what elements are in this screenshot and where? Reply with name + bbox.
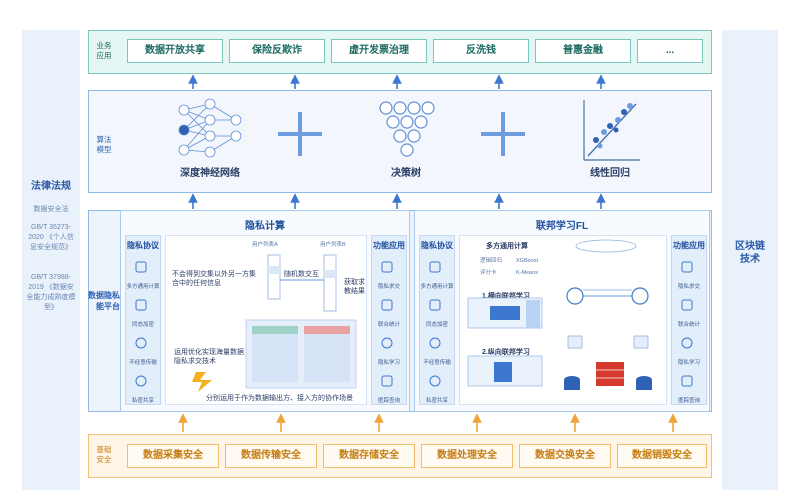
business-item-3: 虚开发票治理: [331, 39, 427, 63]
base-item-5: 数据交换安全: [519, 444, 611, 468]
algorithm-label: 算法模型: [96, 135, 112, 154]
business-layer: 业务应用 数据开放共享 保险反欺诈 虚开发票治理 反洗钱 普惠金融 ...: [88, 30, 712, 74]
base-item-6: 数据销毁安全: [617, 444, 707, 468]
pc-app-1: 隐私求交: [377, 284, 400, 290]
fl-protocol-4: 私密共享: [425, 398, 448, 404]
fl-horizontal: 1.横向联邦学习: [482, 293, 530, 300]
business-item-4: 反洗钱: [433, 39, 529, 63]
base-item-4: 数据处理安全: [421, 444, 513, 468]
pc-column-icons: [135, 261, 393, 387]
pc-protocol-2: 同态加密: [131, 322, 154, 328]
fl-mpc-2: XGBoost: [516, 258, 539, 264]
decision-tree-icon: [379, 101, 435, 157]
business-item-2: 保险反欺诈: [229, 39, 325, 63]
privacy-compute-title: 隐私计算: [245, 221, 285, 232]
pc-col-b: 用户列表B: [320, 242, 346, 248]
fl-app-head: 功能应用: [673, 241, 705, 250]
platform-label: 数据隐私智能平台: [88, 291, 128, 311]
pc-app-head: 功能应用: [373, 241, 405, 250]
blockchain-panel: 区块链技术: [722, 30, 778, 490]
fl-column-icons: [429, 261, 693, 387]
business-label: 业务应用: [96, 41, 112, 60]
pc-note-right: 获取求教结果: [344, 279, 365, 295]
plus-icon-1: [278, 112, 322, 156]
pc-note-bottom: 分别运用于作为数据输出方、接入方的协作场景: [206, 395, 353, 402]
algorithm-tree: 决策树: [391, 168, 421, 179]
legal-note-2: GB/T 35273-2020 《个人信息安全规范》: [28, 224, 74, 251]
fl-app-4: 匿踪查询: [677, 398, 700, 404]
fl-app-column: 功能应用 隐私求交 联合统计 隐私学习 匿踪查询: [671, 235, 707, 405]
fl-app-1: 隐私求交: [677, 284, 700, 290]
legal-note-1: 数据安全法: [33, 206, 69, 213]
base-item-1: 数据采集安全: [127, 444, 219, 468]
pc-app-column: 功能应用 隐私求交 联合统计 隐私学习 匿踪查询: [371, 235, 407, 405]
fl-mpc-head: 多方通用计算: [486, 243, 528, 250]
pc-app-3: 隐私学习: [377, 360, 400, 366]
plus-icon-2: [481, 112, 525, 156]
base-layer: 基础安全 数据采集安全 数据传输安全 数据存储安全 数据处理安全 数据交换安全 …: [88, 434, 712, 478]
pc-note-left: 不会得到交集以外另一方集合中的任何信息: [172, 271, 256, 287]
legal-title: 法律法规: [31, 181, 71, 192]
fl-protocol-head: 隐私协议: [421, 241, 453, 250]
legal-note-3: GB/T 37988-2019 《数据安全能力成熟度模型》: [26, 274, 76, 311]
base-label: 基础安全: [96, 445, 112, 464]
business-item-5: 普惠金融: [535, 39, 631, 63]
pc-protocol-1: 多方通用计算: [126, 284, 160, 290]
fl-mpc-4: K-Means: [516, 270, 539, 276]
fl-app-3: 隐私学习: [677, 360, 700, 366]
arrows-base-to-platform: [178, 413, 678, 432]
business-item-6: ...: [637, 39, 703, 63]
fl-mpc-1: 逻辑回归: [480, 258, 503, 264]
neural-network-icon: [178, 98, 242, 158]
algorithm-dnn: 深度神经网络: [180, 168, 240, 179]
arrows-platform-to-algo: [188, 193, 606, 209]
algorithm-linear: 线性回归: [590, 168, 630, 179]
legal-panel: 法律法规 数据安全法 GB/T 35273-2020 《个人信息安全规范》 GB…: [22, 30, 80, 490]
arrows-algo-to-business: [188, 74, 606, 89]
fl-vertical: 2.纵向联邦学习: [482, 349, 530, 356]
business-item-1: 数据开放共享: [127, 39, 223, 63]
pc-note-bottom-left: 运用优化实现海量数据隐私求交技术: [174, 349, 244, 365]
pc-app-4: 匿踪查询: [377, 398, 400, 404]
pc-note-mid: 随机数交互: [284, 271, 319, 278]
fl-protocol-1: 多方通用计算: [420, 284, 454, 290]
fl-mpc-3: 评分卡: [480, 270, 497, 276]
blockchain-title: 区块链技术: [735, 241, 765, 265]
pc-col-a: 用户列表A: [252, 242, 278, 248]
base-item-2: 数据传输安全: [225, 444, 317, 468]
pc-protocol-head: 隐私协议: [127, 241, 159, 250]
fl-app-2: 联合统计: [677, 322, 700, 328]
pc-intersection-graphic: [192, 254, 357, 392]
base-item-3: 数据存储安全: [323, 444, 415, 468]
pc-protocol-3: 不经意传输: [129, 360, 157, 366]
fl-protocol-3: 不经意传输: [423, 360, 451, 366]
fl-flow-graphic: [467, 239, 652, 390]
federated-block: 联邦学习FL 隐私协议 多方通用计算 同态加密 不经意传输 私密共享 多方通用计…: [414, 210, 710, 412]
pc-protocol-4: 私密共享: [131, 398, 154, 404]
fl-protocol-2: 同态加密: [425, 322, 448, 328]
pc-app-2: 联合统计: [377, 322, 400, 328]
linear-regression-icon: [583, 100, 640, 161]
federated-title: 联邦学习FL: [535, 221, 589, 232]
